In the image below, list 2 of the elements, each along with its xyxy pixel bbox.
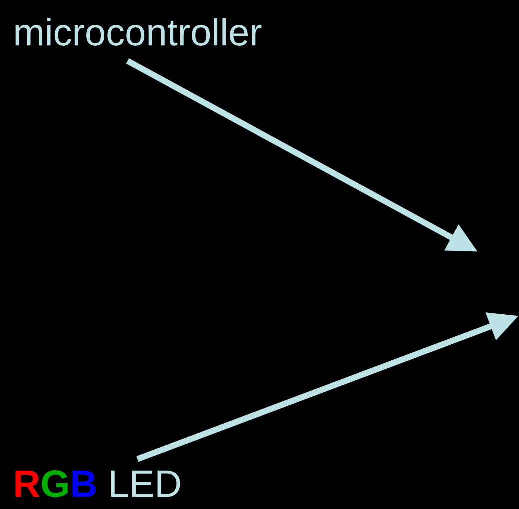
label-text: microcontroller	[16, 18, 262, 46]
label-text: RGB LED	[16, 470, 180, 498]
